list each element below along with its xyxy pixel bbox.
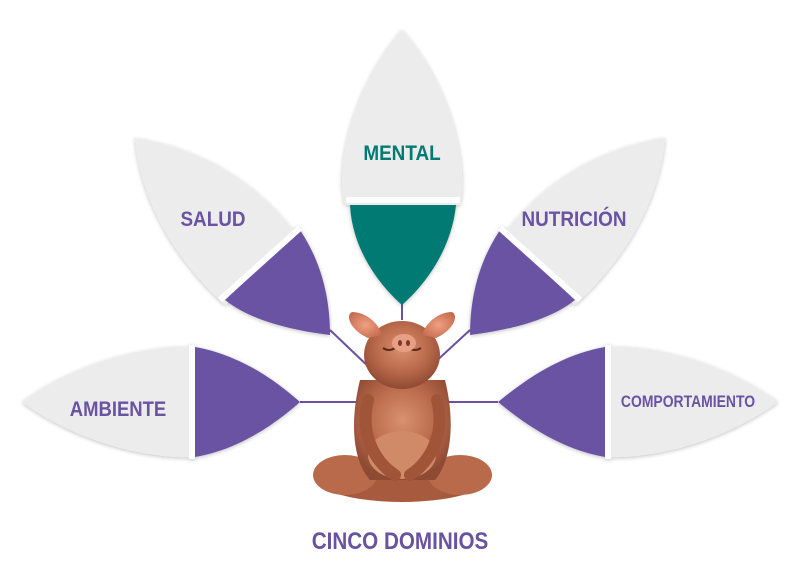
petal-ambiente: AMBIENTE [22,345,300,459]
petal-nutricion: NUTRICIÓN [470,138,665,335]
label-mental: MENTAL [363,142,440,165]
petal-nutricion-accent [470,230,575,335]
label-ambiente: AMBIENTE [70,398,166,421]
label-comportamiento: COMPORTAMIENTO [621,393,755,412]
petal-mental-accent [350,205,456,305]
label-salud: SALUD [180,208,245,231]
label-nutricion: NUTRICIÓN [522,206,627,231]
petal-mental: MENTAL [342,30,463,305]
petal-comportamiento-accent [498,347,611,457]
petal-comportamiento-light [605,346,778,458]
pig-illustration [313,312,492,502]
petal-mental-light [342,30,463,205]
petal-ambiente-accent [189,347,300,457]
diagram-title: CINCO DOMINIOS [311,528,489,555]
petal-ambiente-light [22,346,195,458]
connector-lines [300,300,498,403]
petal-salud: SALUD [135,138,330,335]
petal-salud-accent [225,230,330,335]
connector-salud [329,329,373,371]
petal-comportamiento: COMPORTAMIENTO [498,345,778,459]
